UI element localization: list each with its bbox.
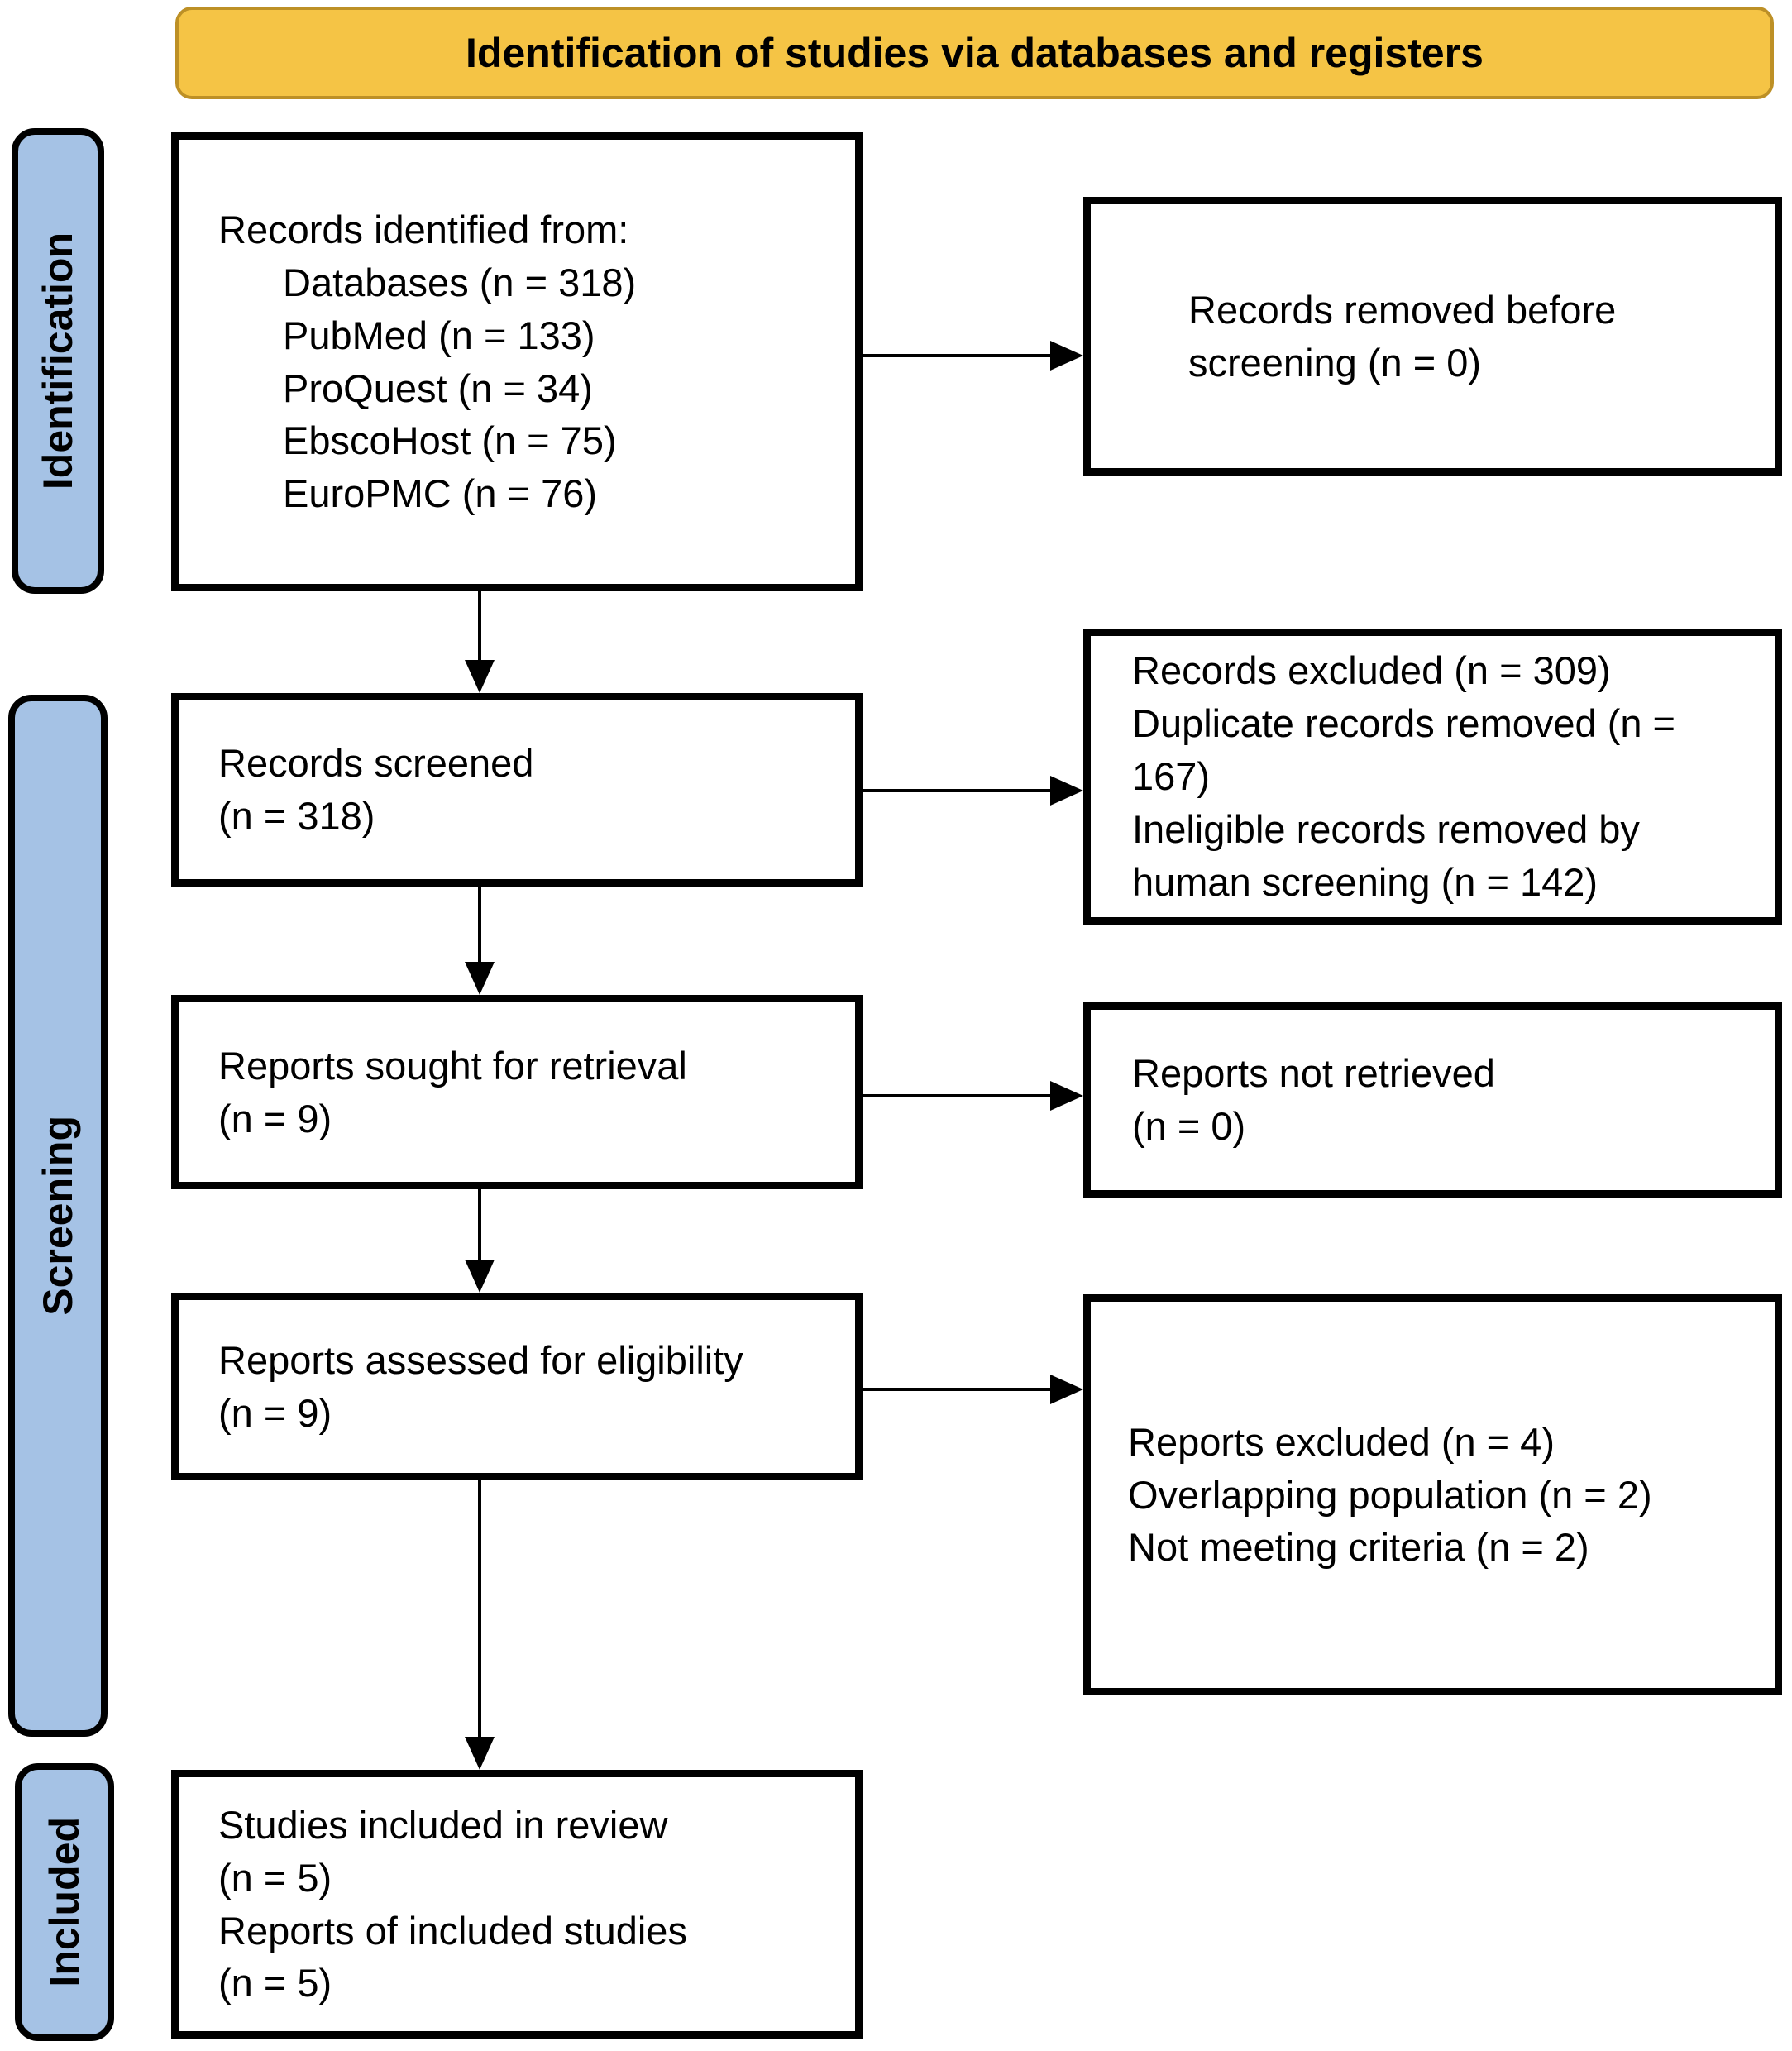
box-records-excluded: Records excluded (n = 309) Duplicate rec… <box>1083 629 1782 925</box>
arrow-sought-to-assessed-line <box>478 1189 481 1261</box>
arrow-screened-to-excluded-head <box>1050 776 1083 806</box>
arrow-assessed-to-repexcluded-head <box>1050 1375 1083 1404</box>
box-records-identified: Records identified from: Databases (n = … <box>171 132 863 591</box>
title-banner: Identification of studies via databases … <box>175 7 1774 99</box>
arrow-assessed-to-included-head <box>465 1737 495 1770</box>
source-line: PubMed (n = 133) <box>283 313 595 357</box>
arrow-screened-to-excluded-line <box>863 789 1050 792</box>
arrow-sought-to-assessed-head <box>465 1260 495 1293</box>
box-heading: Records identified from: <box>218 207 629 251</box>
arrow-screened-to-sought-line <box>478 887 481 963</box>
box-records-removed: Records removed before screening (n = 0) <box>1083 197 1782 476</box>
arrow-identified-to-removed-line <box>863 354 1050 357</box>
arrow-assessed-to-repexcluded-line <box>863 1388 1050 1391</box>
arrow-assessed-to-included-line <box>478 1480 481 1738</box>
source-line: ProQuest (n = 34) <box>283 366 593 410</box>
phase-label-identification: Identification <box>12 128 104 594</box>
source-line: Databases (n = 318) <box>283 260 637 304</box>
arrow-sought-to-notretrieved-head <box>1050 1081 1083 1111</box>
arrow-sought-to-notretrieved-line <box>863 1094 1050 1097</box>
arrow-identified-to-screened-head <box>465 660 495 693</box>
source-line: EbscoHost (n = 75) <box>283 418 617 463</box>
box-records-screened: Records screened (n = 318) <box>171 693 863 887</box>
arrow-screened-to-sought-head <box>465 962 495 995</box>
box-reports-sought: Reports sought for retrieval (n = 9) <box>171 995 863 1189</box>
arrow-identified-to-removed-head <box>1050 341 1083 371</box>
arrow-identified-to-screened-line <box>478 591 481 662</box>
phase-label-included: Included <box>15 1763 114 2041</box>
title-text: Identification of studies via databases … <box>466 30 1484 76</box>
box-studies-included: Studies included in review (n = 5) Repor… <box>171 1770 863 2039</box>
source-line: EuroPMC (n = 76) <box>283 471 598 516</box>
phase-label-screening: Screening <box>8 695 108 1737</box>
box-reports-excluded: Reports excluded (n = 4) Overlapping pop… <box>1083 1294 1782 1695</box>
box-reports-assessed: Reports assessed for eligibility (n = 9) <box>171 1293 863 1480</box>
box-reports-not-retrieved: Reports not retrieved (n = 0) <box>1083 1002 1782 1198</box>
